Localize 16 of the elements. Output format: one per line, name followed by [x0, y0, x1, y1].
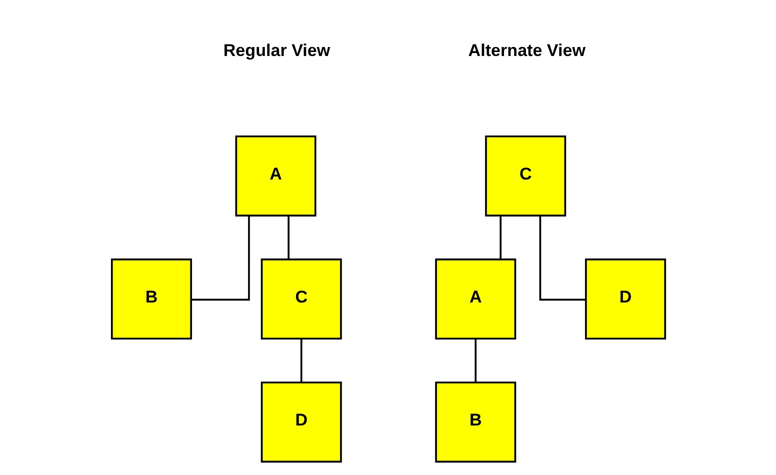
- node-box: B: [110, 258, 192, 340]
- connector: [538, 216, 586, 301]
- node-box: D: [584, 258, 666, 340]
- connector: [190, 216, 250, 301]
- node-box: A: [434, 258, 516, 340]
- node-box: C: [484, 135, 566, 216]
- label: Alternate View: [468, 41, 585, 60]
- node-box: A: [234, 135, 316, 216]
- node-box: C: [260, 258, 342, 340]
- connector: [300, 338, 302, 382]
- node-box: D: [260, 382, 342, 463]
- node-box: B: [434, 382, 516, 463]
- connector: [287, 216, 289, 260]
- connector: [474, 338, 476, 382]
- label: Regular View: [222, 41, 330, 60]
- connector: [499, 216, 502, 260]
